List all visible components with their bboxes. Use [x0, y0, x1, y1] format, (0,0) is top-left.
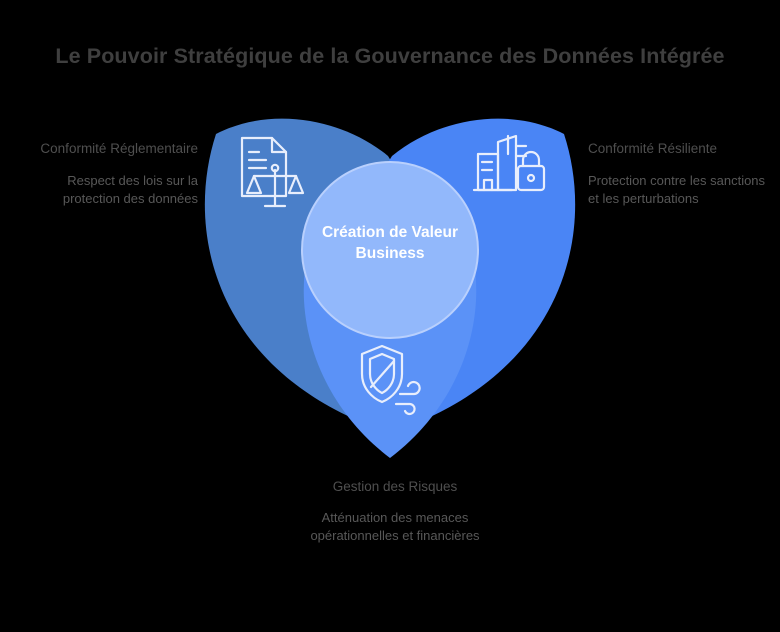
label-risk-management-desc: Atténuation des menaces opérationnelles … [310, 510, 480, 543]
label-regulatory-compliance-title: Conformité Réglementaire [40, 141, 198, 156]
label-regulatory-compliance-desc: Respect des lois sur la protection des d… [62, 173, 198, 206]
page-title: Le Pouvoir Stratégique de la Gouvernance… [55, 44, 725, 68]
label-regulatory-compliance: Conformité Réglementaire Respect des loi… [20, 140, 198, 208]
center-circle[interactable] [301, 161, 479, 339]
trefoil-venn-diagram [190, 110, 590, 470]
label-resilient-compliance: Conformité Résiliente Protection contre … [588, 140, 768, 208]
shield-wind-icon [360, 344, 421, 416]
label-risk-management-title: Gestion des Risques [332, 479, 458, 494]
label-resilient-compliance-desc: Protection contre les sanctions et les p… [588, 173, 766, 206]
label-resilient-compliance-title: Conformité Résiliente [588, 141, 718, 156]
label-risk-management: Gestion des Risques Atténuation des mena… [280, 478, 510, 545]
buildings-lock-icon [472, 134, 546, 192]
document-scales-icon [240, 136, 305, 208]
